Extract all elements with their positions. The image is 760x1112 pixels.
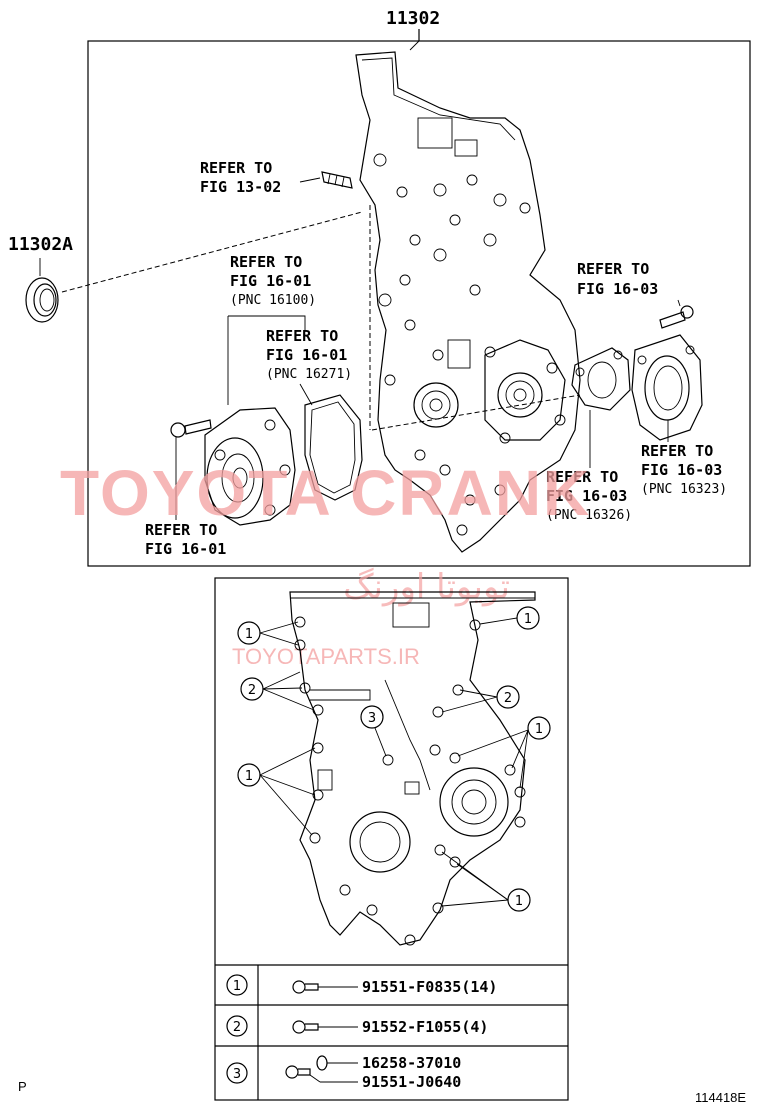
water-pump-gasket-illustration [304,394,363,501]
illustration-number: 114418E [695,1090,746,1105]
svg-text:2: 2 [248,683,256,698]
legend-part-91551-J0640[interactable]: 91551-J0640 [362,1073,461,1091]
callout-1-left-mid: 1 [237,747,316,836]
refer-16-03-c-line2[interactable]: FIG 16-03 [546,487,627,505]
inlet-bolt-illustration [659,305,694,329]
legend-key-3: 3 [233,1067,241,1082]
refer-16-03-b-pnc[interactable]: (PNC 16323) [641,482,727,497]
callout-3: 3 [360,705,387,757]
refer-16-01-a-line2[interactable]: FIG 16-01 [230,272,311,290]
main-part-number[interactable]: 11302 [386,8,440,29]
refer-16-03-c-pnc[interactable]: (PNC 16326) [546,508,632,523]
legend-key-2: 2 [233,1020,241,1035]
oil-seal-illustration [25,277,59,323]
refer-16-01-b-pnc[interactable]: (PNC 16271) [266,367,352,382]
water-inlet-illustration [631,334,703,441]
timing-chain-cover-illustration [355,51,581,553]
callout-1-right-mid: 1 [457,716,551,789]
stud-bolt-illustration [321,171,353,189]
svg-text:1: 1 [245,627,253,642]
watermark-site: TOYOTAPARTS.IR [232,644,420,669]
refer-16-03-b-line1[interactable]: REFER TO [641,442,713,460]
svg-text:1: 1 [245,769,253,784]
water-inlet-gasket-illustration [571,347,631,411]
refer-16-03-a-line1[interactable]: REFER TO [577,260,649,278]
svg-text:3: 3 [368,711,376,726]
refer-16-01-c-line1[interactable]: REFER TO [145,521,217,539]
callout-2-right: 2 [441,685,520,713]
callout-1-right-bottom: 1 [441,851,531,912]
refer-13-02-line2[interactable]: FIG 13-02 [200,178,281,196]
callout-2-left: 2 [240,671,315,711]
pump-bolt-illustration [170,419,212,438]
seal-part-number[interactable]: 11302A [8,234,73,255]
refer-16-01-b-line2[interactable]: FIG 16-01 [266,346,347,364]
lower-frame [214,577,569,1101]
footer-left-code: P [18,1079,27,1094]
water-pump-illustration [204,407,296,526]
svg-text:1: 1 [515,894,523,909]
refer-16-01-a-line1[interactable]: REFER TO [230,253,302,271]
refer-16-03-a-line2[interactable]: FIG 16-03 [577,280,658,298]
watermark-arabic: تویوتا اورنگ [343,567,510,607]
refer-16-03-b-line2[interactable]: FIG 16-03 [641,461,722,479]
refer-16-01-b-line1[interactable]: REFER TO [266,327,338,345]
legend-part-91551-F0835[interactable]: 91551-F0835(14) [362,978,497,996]
refer-16-03-c-line1[interactable]: REFER TO [546,468,618,486]
callout-1-left-top: 1 [237,621,299,646]
svg-text:2: 2 [504,691,512,706]
legend-part-16258-37010[interactable]: 16258-37010 [362,1054,461,1072]
refer-13-02-line1[interactable]: REFER TO [200,159,272,177]
svg-text:1: 1 [535,722,543,737]
svg-text:1: 1 [524,612,532,627]
refer-16-01-c-line2[interactable]: FIG 16-01 [145,540,226,558]
legend-part-91552-F1055[interactable]: 91552-F1055(4) [362,1018,488,1036]
legend-key-1: 1 [233,979,241,994]
callout-1-right-top: 1 [479,606,540,630]
cover-bolt-locations-illustration [289,591,536,946]
refer-16-01-a-pnc[interactable]: (PNC 16100) [230,293,316,308]
fastener-legend-table: 1 91551-F0835(14) 2 91552-F1055(4) 3 162… [215,964,568,1100]
watermark-main: TOYOTA CRANK [60,457,591,529]
